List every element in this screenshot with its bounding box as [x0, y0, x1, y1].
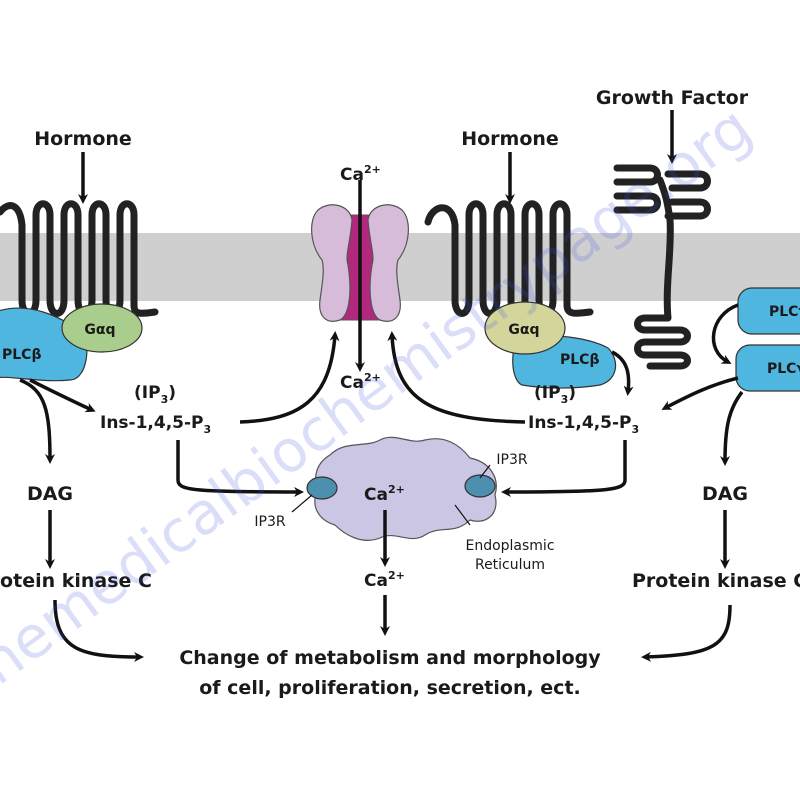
- plc-bottom-right-shape: [735, 344, 800, 392]
- plc-top-right-shape: [737, 287, 800, 335]
- ip3r-left-label: IP3R: [254, 514, 285, 530]
- ip3-left-label: (IP3): [134, 383, 176, 406]
- gaq-right-shape: [484, 301, 566, 355]
- ca-released-label: Ca2+: [364, 569, 405, 591]
- plc-top-right-label: PLCγ: [769, 304, 800, 320]
- outcome-line1: Change of metabolism and morphology: [179, 647, 601, 669]
- ins-p3-left-label: Ins-1,4,5-P3: [100, 413, 211, 436]
- endoplasmic-reticulum: [314, 436, 497, 541]
- gaq-left-shape: [61, 303, 143, 353]
- watermark: themedicalbiochemistrypage.org: [0, 93, 764, 712]
- gaq-right-label: Gαq: [508, 322, 539, 338]
- ip3r-right-label: IP3R: [496, 452, 527, 468]
- gpcr-left-receptor: [0, 200, 159, 317]
- calcium-channel: [311, 204, 409, 322]
- growth-factor-receptor: [613, 164, 711, 370]
- dag-left-label: DAG: [27, 483, 73, 505]
- er-label-line2: Reticulum: [475, 557, 545, 573]
- pkc-left-label: Protein kinase C: [0, 570, 152, 592]
- ins-p3-right-label: Ins-1,4,5-P3: [528, 413, 639, 436]
- dag-right-label: DAG: [702, 483, 748, 505]
- ip3r-right-shape: [464, 474, 496, 498]
- hormone-right-label: Hormone: [461, 128, 559, 150]
- plc-bottom-right-label: PLCγ: [767, 361, 800, 377]
- ca-er-label: Ca2+: [364, 483, 405, 505]
- plcb-left-label: PLCβ: [2, 347, 41, 363]
- pkc-right-label: Protein kinase C: [632, 570, 800, 592]
- plcb-right-label: PLCβ: [560, 352, 599, 368]
- ca-cytosol-label: Ca2+: [340, 371, 381, 393]
- er-label-line1: Endoplasmic: [465, 538, 554, 554]
- ip3r-left-shape: [306, 476, 338, 500]
- arrows: [19, 110, 744, 662]
- gaq-left-label: Gαq: [84, 322, 115, 338]
- ip3-right-label: (IP3): [534, 383, 576, 406]
- growth-factor-label: Growth Factor: [596, 87, 749, 109]
- gpcr-right-receptor: [424, 200, 594, 317]
- ca-extracellular-label: Ca2+: [340, 163, 381, 185]
- outcome-line2: of cell, proliferation, secretion, ect.: [199, 677, 581, 699]
- hormone-left-label: Hormone: [34, 128, 132, 150]
